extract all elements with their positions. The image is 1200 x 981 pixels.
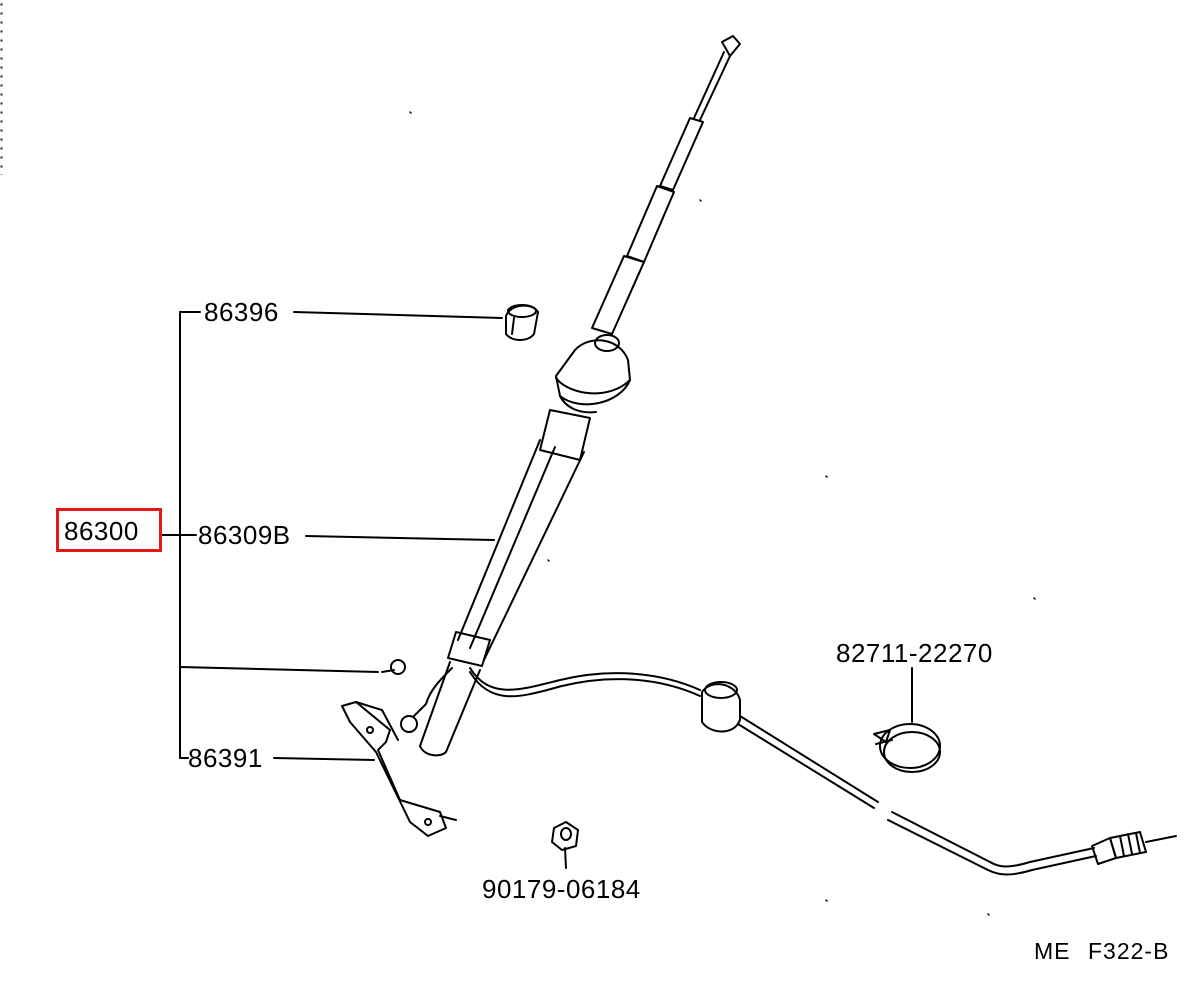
- coax-plug: [1091, 831, 1177, 865]
- feeder-cable: [469, 667, 1097, 876]
- callout-86396[interactable]: 86396: [204, 297, 279, 327]
- screw-part: [381, 659, 406, 675]
- callout-90179-06184[interactable]: 90179-06184: [482, 874, 641, 904]
- callout-86391[interactable]: 86391: [188, 743, 263, 773]
- callout-bracket-lines: [161, 311, 379, 759]
- ground-lead: [400, 667, 453, 733]
- clamp-part: [873, 723, 941, 773]
- edge-dot-marks: [0, 0, 3, 175]
- leader-lines: [273, 311, 913, 869]
- scan-specks: [409, 111, 1036, 916]
- nut-part: [551, 821, 579, 851]
- bracket-part: [341, 701, 457, 837]
- telescopic-mast: [591, 35, 741, 335]
- callout-86309b[interactable]: 86309B: [198, 520, 291, 550]
- antenna-grommet: [555, 334, 631, 414]
- callout-82711-22270[interactable]: 82711-22270: [836, 638, 993, 668]
- cushion-part: [505, 304, 539, 341]
- highlight-box: [56, 508, 162, 552]
- antenna-housing: [419, 409, 591, 757]
- callout-86300[interactable]: 86300: [64, 516, 139, 546]
- figure-code: ME: [1034, 938, 1071, 964]
- figure-number: F322-B: [1088, 938, 1170, 964]
